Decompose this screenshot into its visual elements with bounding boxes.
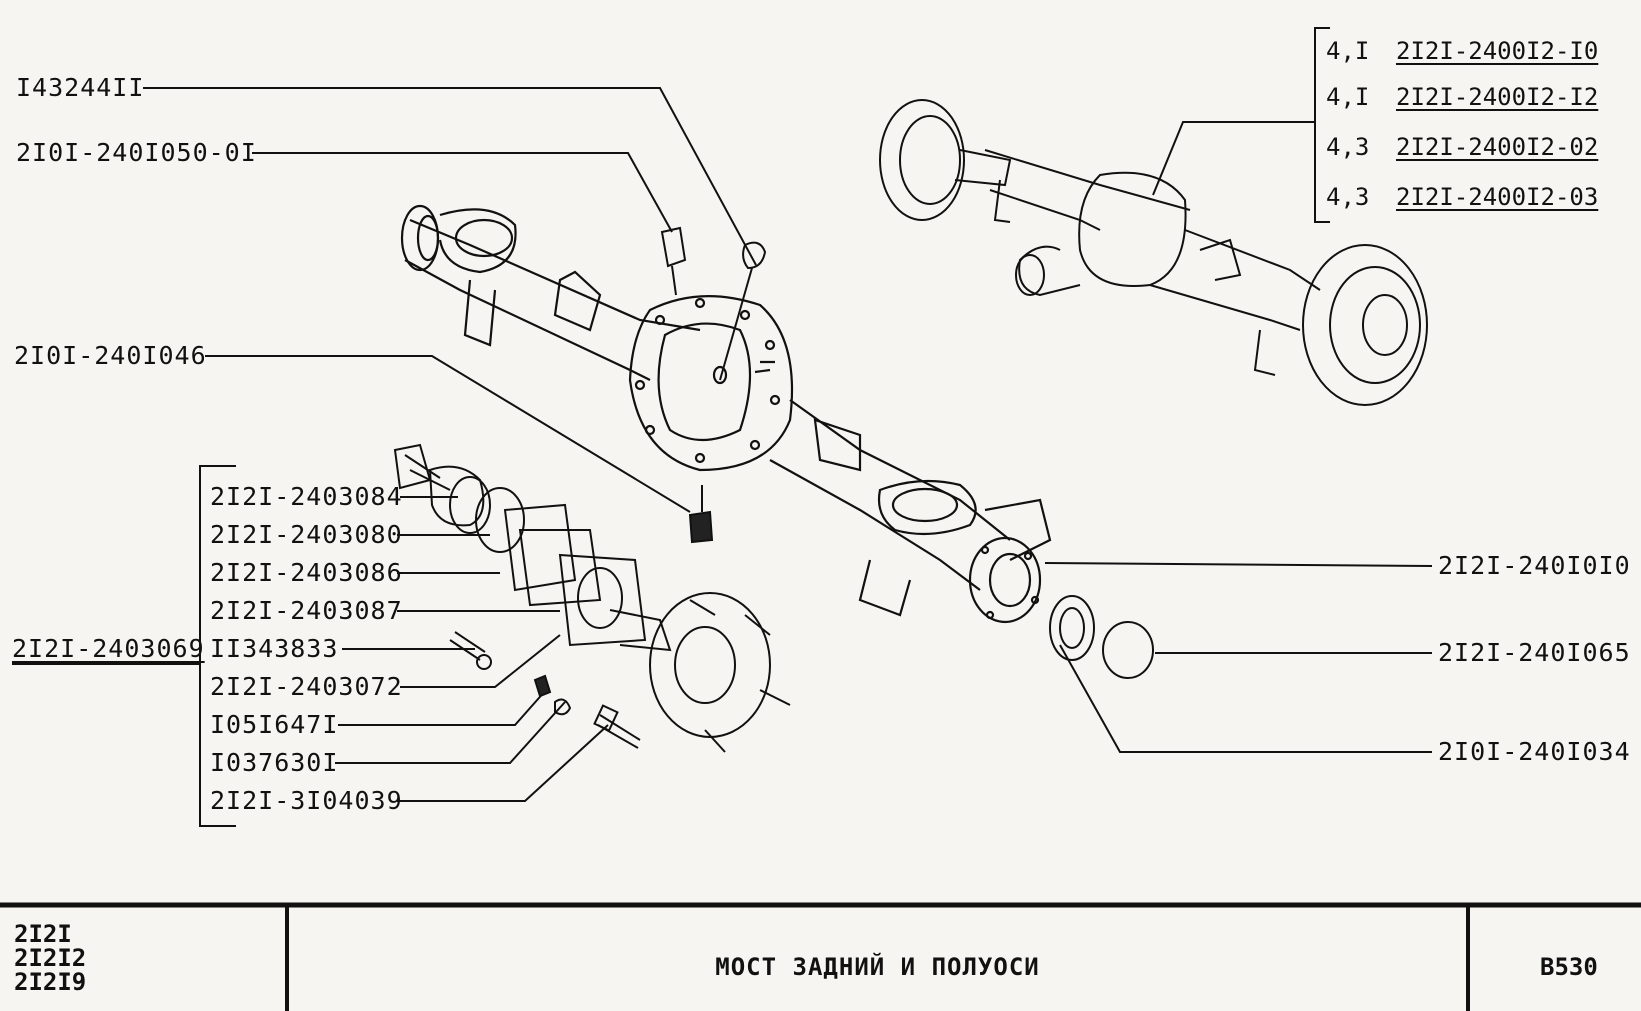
- variant-row: 4,3: [1326, 184, 1369, 210]
- callout-2121-240I0I0: 2I2I-240I0I0: [1438, 551, 1631, 580]
- callout-2121-2403069: 2I2I-2403069: [12, 634, 205, 663]
- half-shaft-assembly: [393, 443, 791, 753]
- callout-1051647I: I05I647I: [210, 710, 339, 739]
- o-ring: [1102, 621, 1154, 679]
- drain-plug: [688, 485, 714, 544]
- callout-2121-2403072: 2I2I-2403072: [210, 672, 403, 701]
- callout-2101-240I050-0I: 2I0I-240I050-0I: [16, 138, 257, 167]
- leader-240I034: [1059, 644, 1432, 753]
- leader-2101-240I050: [252, 152, 673, 233]
- variant-row: 4,3: [1326, 134, 1369, 160]
- page-title: МОСТ ЗАДНИЙ И ПОЛУОСИ: [715, 953, 1040, 981]
- variant-part: 2I2I-2400I2-03: [1396, 183, 1599, 211]
- callout-2121-2403087: 2I2I-2403087: [210, 596, 403, 625]
- model-list: 2I2I 2I2I2 2I2I9: [14, 920, 87, 996]
- callout-2121-3104039: 2I2I-3I04039: [210, 786, 403, 815]
- callout-143244II: I43244II: [16, 73, 145, 102]
- variant-part: 2I2I-2400I2-I2: [1396, 83, 1599, 111]
- leader-1037630: [335, 701, 566, 764]
- variant-row: 4,I: [1326, 38, 1369, 64]
- variant-ratio: 4,I: [1326, 37, 1370, 65]
- leader-2101-240I046: [205, 355, 691, 513]
- callout-2121-2403080: 2I2I-2403080: [210, 520, 403, 549]
- leader-3104039: [397, 724, 609, 802]
- variant-ratio: 4,3: [1326, 183, 1370, 211]
- leader-variants: [1152, 121, 1315, 196]
- variant-row: 4,I: [1326, 84, 1369, 110]
- title-block-frame: [0, 902, 1641, 1011]
- leader-1051647: [338, 689, 547, 726]
- leader-143244II: [143, 87, 757, 266]
- callout-1037630I: I037630I: [210, 748, 339, 777]
- variant-part: 2I2I-2400I2-02: [1396, 133, 1599, 161]
- leader-2403072: [400, 634, 561, 688]
- variant-ratio: 4,3: [1326, 133, 1370, 161]
- group-bracket: [199, 465, 236, 827]
- callout-2121-240I065: 2I2I-240I065: [1438, 638, 1631, 667]
- callout-2121-2403084: 2I2I-2403084: [210, 482, 403, 511]
- callout-11343833: II343833: [210, 634, 339, 663]
- oil-seal: [1049, 595, 1095, 661]
- callout-2121-2403086: 2I2I-2403086: [210, 558, 403, 587]
- leader-240I0I0: [1044, 562, 1433, 567]
- breather-plug: [660, 226, 767, 381]
- variant-ratio: 4,I: [1326, 83, 1370, 111]
- assembled-axle: [879, 99, 1428, 406]
- callout-2101-240I046: 2I0I-240I046: [14, 341, 207, 370]
- page-code: В530: [1540, 953, 1598, 981]
- axle-housing: [400, 204, 1052, 624]
- variants-bracket: [1314, 27, 1330, 223]
- variant-part: 2I2I-2400I2-I0: [1396, 37, 1599, 65]
- callout-2101-240I034: 2I0I-240I034: [1438, 737, 1631, 766]
